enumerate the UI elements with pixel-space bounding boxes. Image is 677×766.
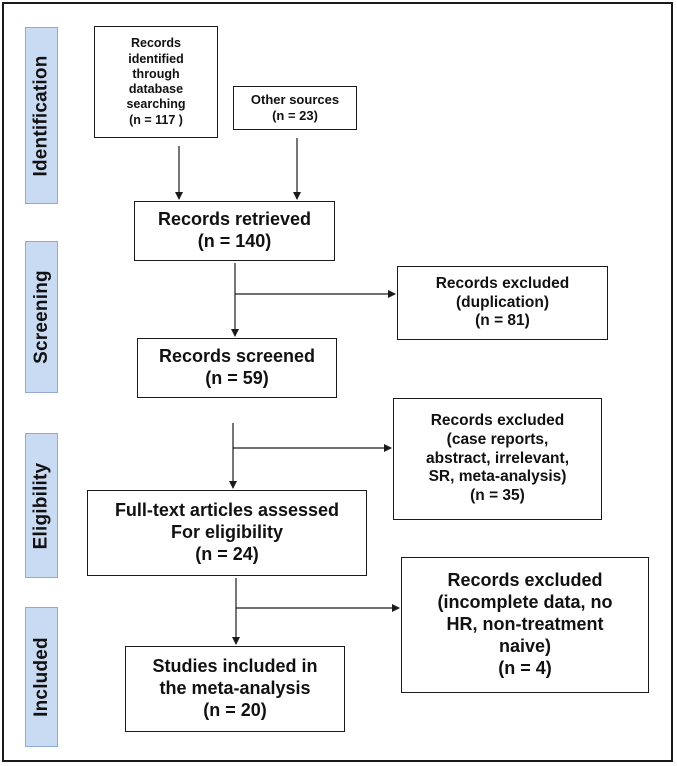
- stage-screening: Screening: [25, 241, 58, 393]
- box-database-records-line-1: Records: [130, 36, 182, 51]
- stage-screening-label: Screening: [30, 270, 52, 364]
- box-database-records-line-6: (n = 117 ): [129, 112, 183, 127]
- box-database-records-line-2: identified: [128, 51, 184, 66]
- box-records-screened: Records screened (n = 59): [137, 338, 337, 398]
- box-records-screened-line-2: (n = 59): [205, 368, 269, 388]
- box-studies-included-line-2: the meta-analysis: [159, 678, 311, 699]
- box-excluded-incomplete-line-5: (n = 4): [498, 657, 552, 678]
- box-records-retrieved: Records retrieved (n = 140): [134, 201, 335, 261]
- box-full-text-assessed: Full-text articles assessed For eligibil…: [87, 490, 367, 576]
- box-full-text-assessed-line-1: Full-text articles assessed: [114, 500, 340, 521]
- box-records-retrieved-line-2: (n = 140): [197, 231, 272, 251]
- box-studies-included: Studies included in the meta-analysis (n…: [125, 646, 345, 732]
- box-excluded-incomplete: Records excluded (incomplete data, no HR…: [401, 557, 649, 693]
- stage-included-label: Included: [30, 637, 52, 717]
- box-other-sources-line-2: (n = 23): [272, 108, 318, 123]
- stage-eligibility: Eligibility: [25, 433, 58, 578]
- box-excluded-duplication-line-1: Records excluded: [435, 274, 570, 292]
- box-records-screened-line-1: Records screened: [158, 346, 316, 367]
- box-database-records: Records identified through database sear…: [94, 26, 218, 138]
- box-full-text-assessed-line-3: (n = 24): [195, 543, 259, 564]
- box-excluded-case-reports-line-2: (case reports,: [446, 430, 549, 448]
- box-database-records-line-5: searching: [126, 97, 186, 112]
- box-excluded-case-reports-line-1: Records excluded: [430, 411, 565, 429]
- box-excluded-incomplete-line-3: HR, non-treatment: [446, 614, 604, 635]
- box-excluded-case-reports-line-4: SR, meta-analysis): [428, 468, 567, 486]
- stage-identification-label: Identification: [30, 54, 52, 177]
- box-studies-included-line-1: Studies included in: [152, 656, 318, 677]
- box-excluded-duplication-line-3: (n = 81): [475, 312, 530, 330]
- box-excluded-case-reports: Records excluded (case reports, abstract…: [393, 398, 602, 520]
- stage-identification: Identification: [25, 27, 58, 204]
- box-excluded-case-reports-line-5: (n = 35): [470, 487, 525, 505]
- box-excluded-duplication-line-2: (duplication): [456, 293, 549, 311]
- box-excluded-duplication: Records excluded (duplication) (n = 81): [397, 266, 608, 340]
- box-database-records-line-3: through: [132, 66, 180, 81]
- box-excluded-incomplete-line-1: Records excluded: [447, 570, 603, 591]
- stage-eligibility-label: Eligibility: [30, 462, 52, 549]
- box-other-sources-line-1: Other sources: [250, 92, 340, 108]
- box-full-text-assessed-line-2: For eligibility: [170, 522, 283, 543]
- box-excluded-incomplete-line-2: (incomplete data, no: [437, 592, 613, 613]
- box-records-retrieved-line-1: Records retrieved: [157, 209, 312, 230]
- box-excluded-case-reports-line-3: abstract, irrelevant,: [425, 449, 569, 467]
- box-studies-included-line-3: (n = 20): [203, 699, 267, 720]
- box-excluded-incomplete-line-4: naive): [498, 635, 552, 656]
- box-other-sources: Other sources (n = 23): [233, 86, 357, 130]
- stage-included: Included: [25, 607, 58, 747]
- box-database-records-line-4: database: [128, 82, 184, 96]
